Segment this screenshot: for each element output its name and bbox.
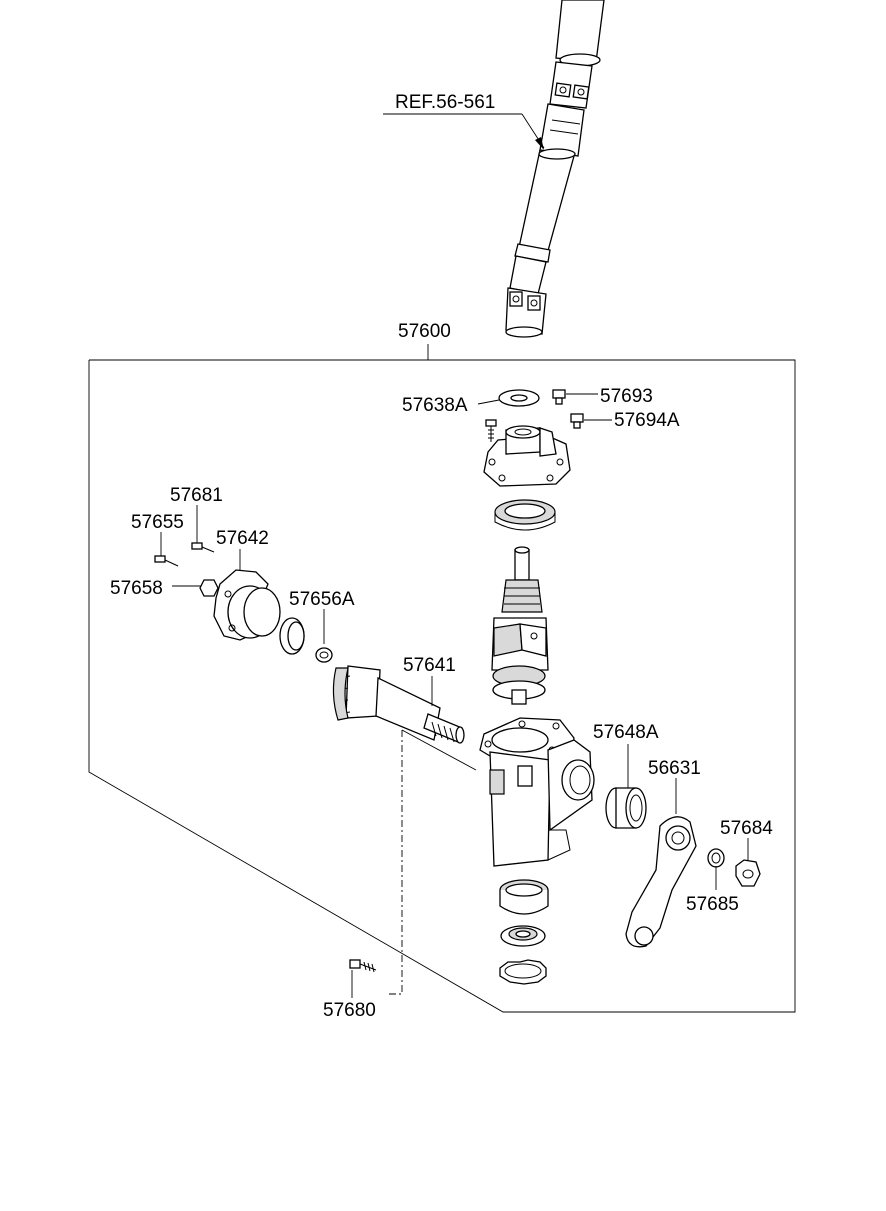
- steering-column-shaft: [505, 0, 605, 338]
- label-57641: 57641: [403, 655, 456, 676]
- worm-shaft: [491, 546, 549, 705]
- label-57648A: 57648A: [593, 722, 659, 743]
- bolt-57680-group: [349, 730, 403, 998]
- label-57656A: 57656A: [289, 589, 355, 610]
- label-57638A: 57638A: [402, 395, 468, 416]
- label-57655: 57655: [131, 512, 184, 533]
- label-57642: 57642: [216, 528, 269, 549]
- ref-callout: REF.56-561: [383, 92, 545, 150]
- right-components: [605, 744, 761, 948]
- assembly-outline: 57600: [88, 321, 796, 1013]
- ref-label: REF.56-561: [395, 92, 495, 113]
- top-cover-group: [477, 389, 612, 531]
- bottom-components: [499, 879, 549, 985]
- label-57681: 57681: [170, 485, 223, 506]
- label-57680: 57680: [323, 1000, 376, 1021]
- label-56631: 56631: [648, 758, 701, 779]
- part-labels: 57638A 57693 57694A 57681 57655 57642 57…: [110, 386, 773, 1021]
- label-57693: 57693: [600, 386, 653, 407]
- label-57658: 57658: [110, 578, 163, 599]
- label-57685: 57685: [686, 894, 739, 915]
- label-57694A: 57694A: [614, 410, 680, 431]
- assembly-label: 57600: [398, 321, 451, 342]
- side-cover-group: [154, 505, 333, 663]
- gear-housing: [401, 717, 595, 867]
- sector-shaft: [332, 665, 465, 744]
- label-57684: 57684: [720, 818, 773, 839]
